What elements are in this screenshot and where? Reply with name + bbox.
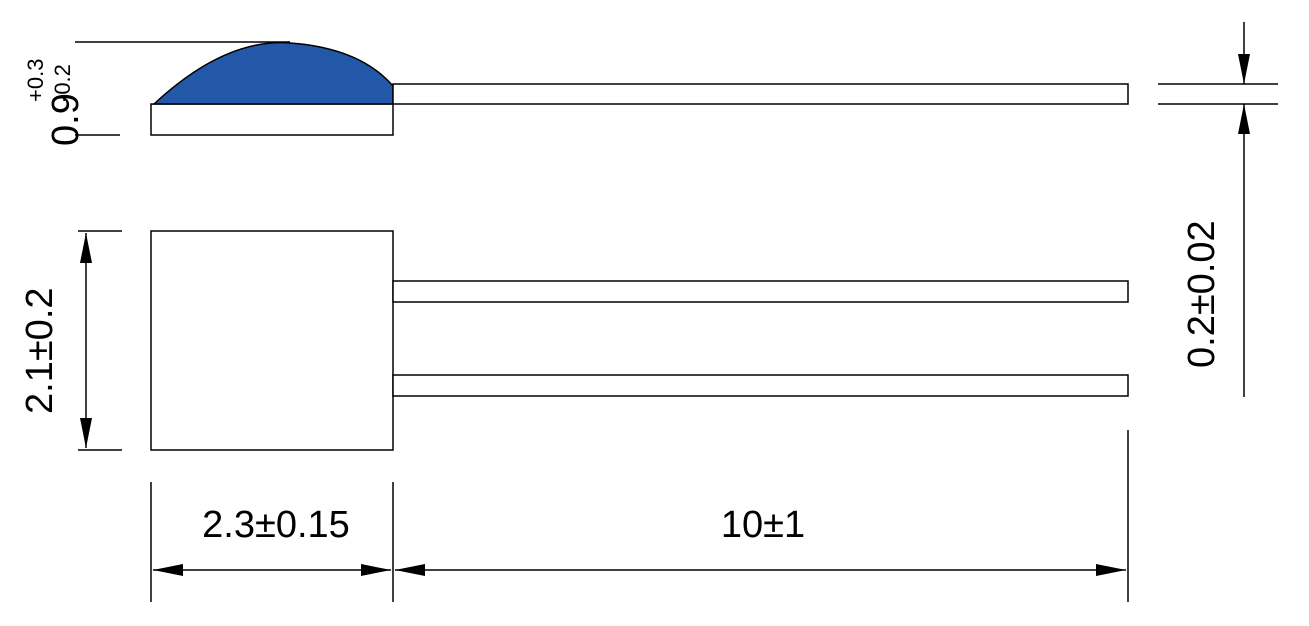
side-view-lead — [392, 83, 1129, 105]
lead-thickness-dimension: 0.2±0.02 — [1158, 22, 1278, 397]
lead-thickness-text: 0.2±0.02 — [1181, 220, 1223, 368]
height-tol-minus-text: -0.2 — [50, 64, 75, 102]
top-view-lead-upper — [392, 280, 1129, 303]
height-dimension-label: 0.9 +0.3 -0.2 — [23, 59, 87, 146]
height-nominal-text: 0.9 — [45, 93, 87, 146]
top-view — [150, 230, 1129, 451]
side-view-body-base — [150, 103, 394, 136]
lead-length-text: 10±1 — [721, 504, 805, 546]
epoxy-dome — [152, 41, 394, 105]
side-view: 0.9 +0.3 -0.2 — [23, 41, 1129, 146]
top-view-lead-lower — [392, 374, 1129, 397]
width-dimension: 2.1±0.2 — [19, 230, 122, 451]
top-view-body — [150, 230, 394, 451]
body-length-text: 2.3±0.15 — [202, 504, 350, 546]
width-dimension-text: 2.1±0.2 — [19, 287, 61, 414]
height-tol-plus-text: +0.3 — [23, 59, 48, 102]
length-dimensions: 2.3±0.15 10±1 — [150, 430, 1129, 602]
